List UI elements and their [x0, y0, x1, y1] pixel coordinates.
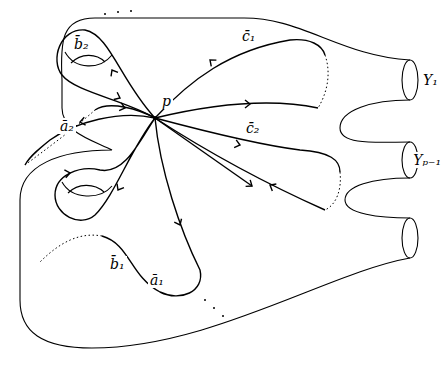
math-label: c̄₁ [240, 28, 257, 44]
math-label: ā₁ [148, 272, 166, 288]
math-label: c̄₂ [244, 120, 261, 136]
math-label: b̄₁ [108, 256, 127, 272]
math-label: ā₂ [58, 118, 76, 134]
math-label: Υₚ₋₁ [411, 152, 443, 168]
math-label: Υ₁ [421, 72, 440, 88]
math-label: p [160, 93, 173, 109]
math-label: b̄₂ [72, 36, 91, 52]
